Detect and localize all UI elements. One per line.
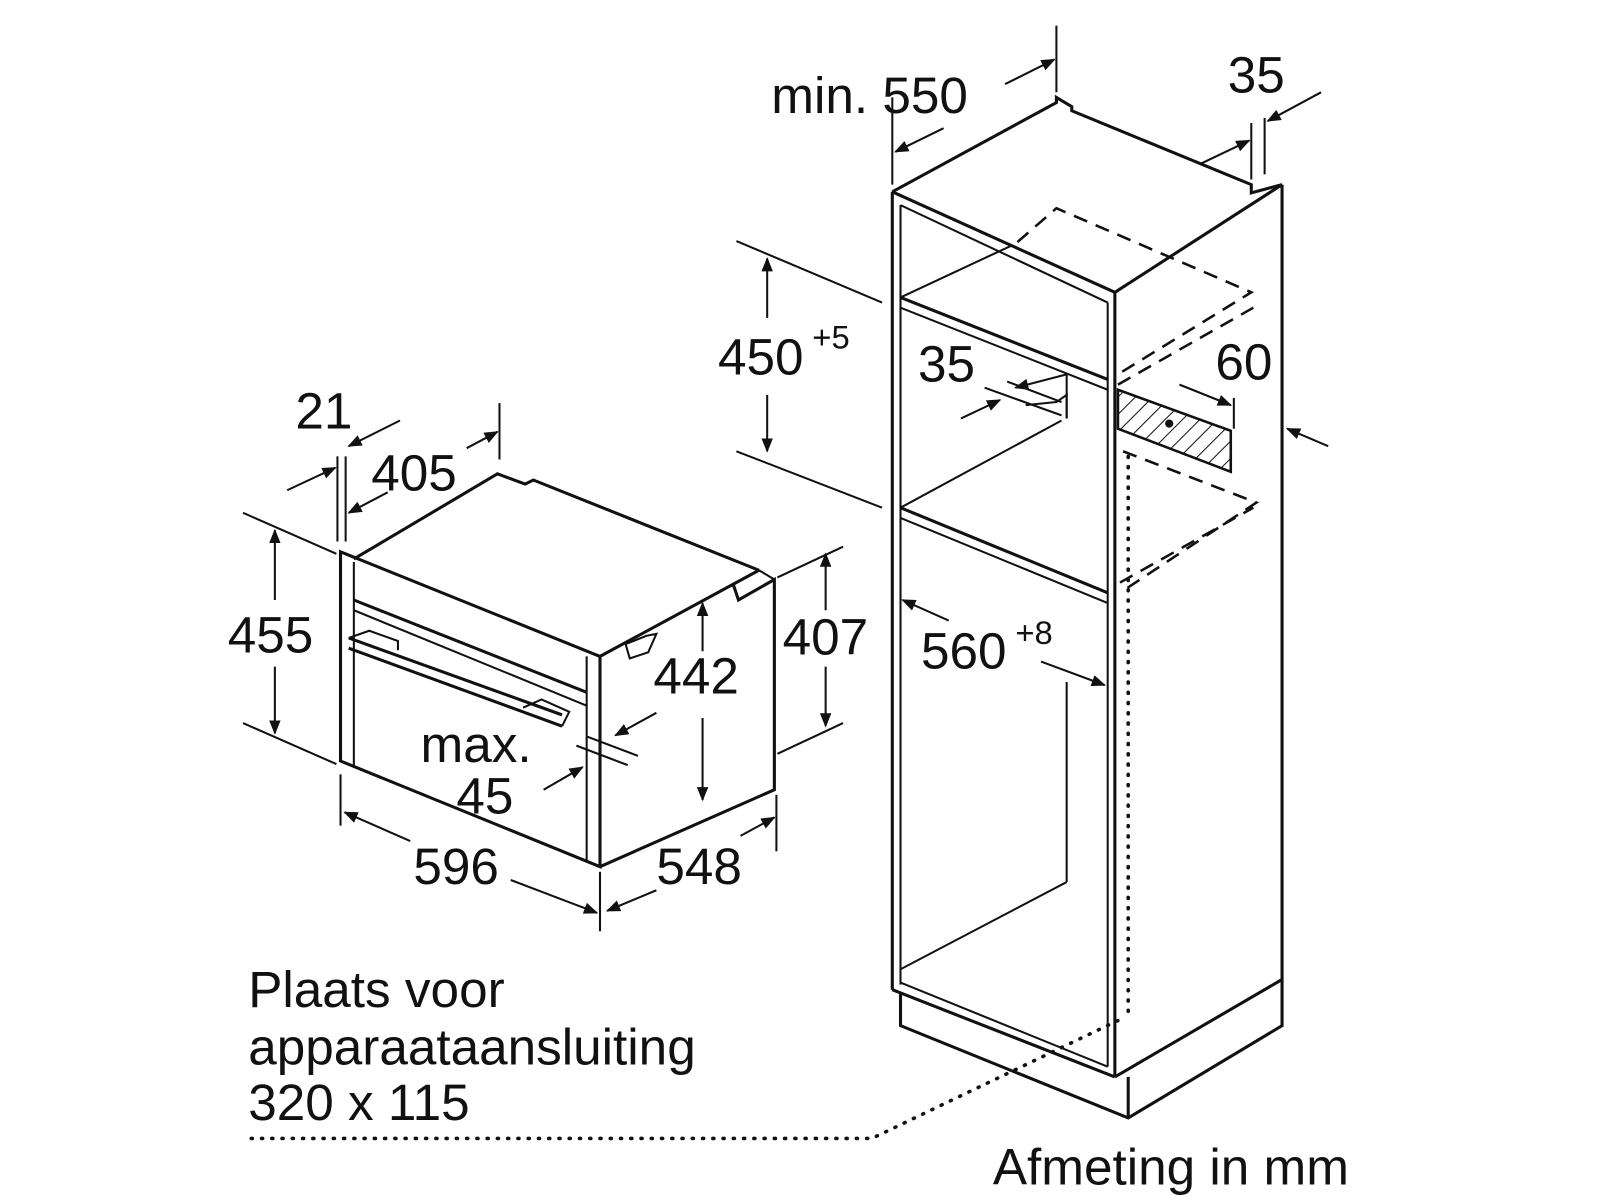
dim-35-shelf: 35 xyxy=(918,336,975,393)
dim-min-550: min. 550 xyxy=(771,67,968,124)
connection-leader xyxy=(249,1018,1120,1141)
dim-max-45: 45 xyxy=(456,767,513,824)
dim-548: 548 xyxy=(656,838,742,895)
dim-60: 60 xyxy=(1215,333,1272,390)
dim-21: 21 xyxy=(295,383,352,440)
dim-450-tolerance: +5 xyxy=(812,319,849,356)
dim-max-label: max. xyxy=(421,716,532,773)
oven-handle xyxy=(348,629,571,728)
ventilation-cutout xyxy=(1116,387,1233,474)
dim-405: 405 xyxy=(371,444,457,501)
connection-note-line2: apparaataansluiting xyxy=(248,1019,696,1076)
dim-407: 407 xyxy=(783,608,869,665)
oven-dimensions xyxy=(242,403,844,932)
dim-442: 442 xyxy=(653,647,739,704)
cabinet-drawing xyxy=(249,94,1284,1141)
units-note: Afmeting in mm xyxy=(993,1139,1349,1196)
dim-455: 455 xyxy=(228,606,314,663)
dim-560-tolerance: +8 xyxy=(1015,614,1052,651)
connection-note-line3: 320 x 115 xyxy=(248,1074,469,1131)
side-vent-icon xyxy=(624,632,659,660)
dim-35-top: 35 xyxy=(1228,46,1285,103)
cabinet-dimensions xyxy=(736,25,1329,687)
dim-450: 450 xyxy=(718,328,804,385)
dim-596: 596 xyxy=(413,838,499,895)
connection-note-line1: Plaats voor xyxy=(248,961,504,1018)
dim-560: 560 xyxy=(921,623,1007,680)
oven-drawing xyxy=(338,472,776,869)
